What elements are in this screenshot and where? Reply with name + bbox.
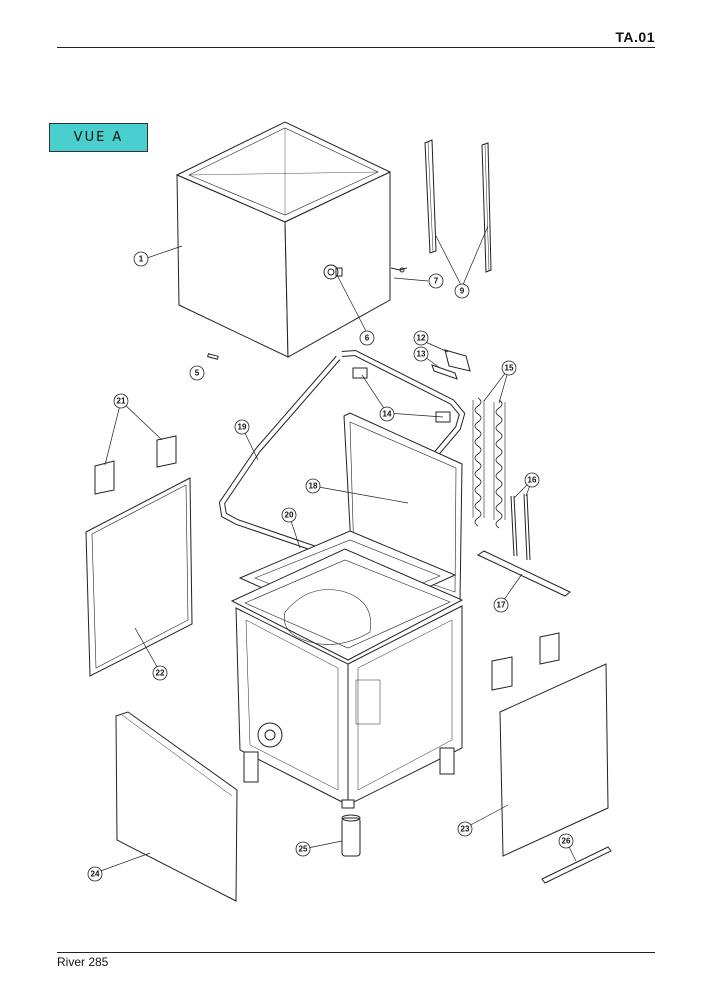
svg-text:13: 13 (417, 350, 426, 359)
svg-text:9: 9 (460, 287, 465, 296)
part-front-panel (115, 711, 238, 902)
callout-14: 14 (379, 406, 395, 422)
svg-text:20: 20 (285, 511, 294, 520)
callout-22: 22 (152, 665, 168, 681)
svg-text:7: 7 (434, 277, 439, 286)
callouts: 1 5 6 7 9 12 13 14 15 16 17 18 19 20 21 … (87, 251, 574, 882)
callout-23: 23 (457, 821, 473, 837)
callout-21: 21 (113, 393, 129, 409)
svg-text:25: 25 (299, 845, 308, 854)
part-springs (472, 397, 506, 529)
callout-20: 20 (281, 507, 297, 523)
callout-9: 9 (454, 283, 470, 299)
svg-text:26: 26 (562, 837, 571, 846)
svg-text:1: 1 (139, 255, 144, 264)
part-main-body (230, 412, 464, 809)
part-pin (207, 353, 219, 360)
callout-15: 15 (501, 360, 517, 376)
part-right-panel (499, 663, 609, 857)
svg-text:16: 16 (528, 476, 537, 485)
svg-text:15: 15 (505, 364, 514, 373)
svg-text:18: 18 (309, 482, 318, 491)
header-rule (57, 47, 655, 48)
page-code: TA.01 (615, 29, 655, 45)
part-rails (424, 139, 492, 273)
svg-text:24: 24 (91, 870, 100, 879)
footer-rule (57, 952, 655, 953)
svg-text:5: 5 (195, 369, 200, 378)
callout-17: 17 (493, 597, 509, 613)
callout-26: 26 (558, 833, 574, 849)
svg-text:22: 22 (156, 669, 165, 678)
svg-text:21: 21 (117, 397, 126, 406)
callout-25: 25 (295, 841, 311, 857)
part-left-panel (85, 477, 193, 677)
part-rods (510, 493, 531, 561)
callout-16: 16 (524, 472, 540, 488)
part-brackets (431, 349, 471, 380)
svg-text:6: 6 (365, 334, 370, 343)
part-blocks (94, 435, 560, 691)
callout-1: 1 (133, 251, 149, 267)
svg-text:19: 19 (238, 423, 247, 432)
footer-model: River 285 (57, 955, 109, 969)
part-foot (341, 814, 361, 857)
part-strip (541, 846, 612, 884)
svg-text:14: 14 (383, 410, 392, 419)
callout-24: 24 (87, 866, 103, 882)
svg-text:17: 17 (497, 601, 506, 610)
svg-text:12: 12 (417, 334, 426, 343)
callout-6: 6 (359, 330, 375, 346)
callout-7: 7 (428, 273, 444, 289)
part-hood (175, 121, 408, 358)
callout-19: 19 (234, 419, 250, 435)
callout-12: 12 (413, 330, 429, 346)
callout-5: 5 (189, 365, 205, 381)
part-bar (476, 550, 571, 597)
callout-18: 18 (305, 478, 321, 494)
svg-text:23: 23 (461, 825, 470, 834)
view-label: VUE A (49, 123, 148, 152)
callout-13: 13 (413, 346, 429, 362)
